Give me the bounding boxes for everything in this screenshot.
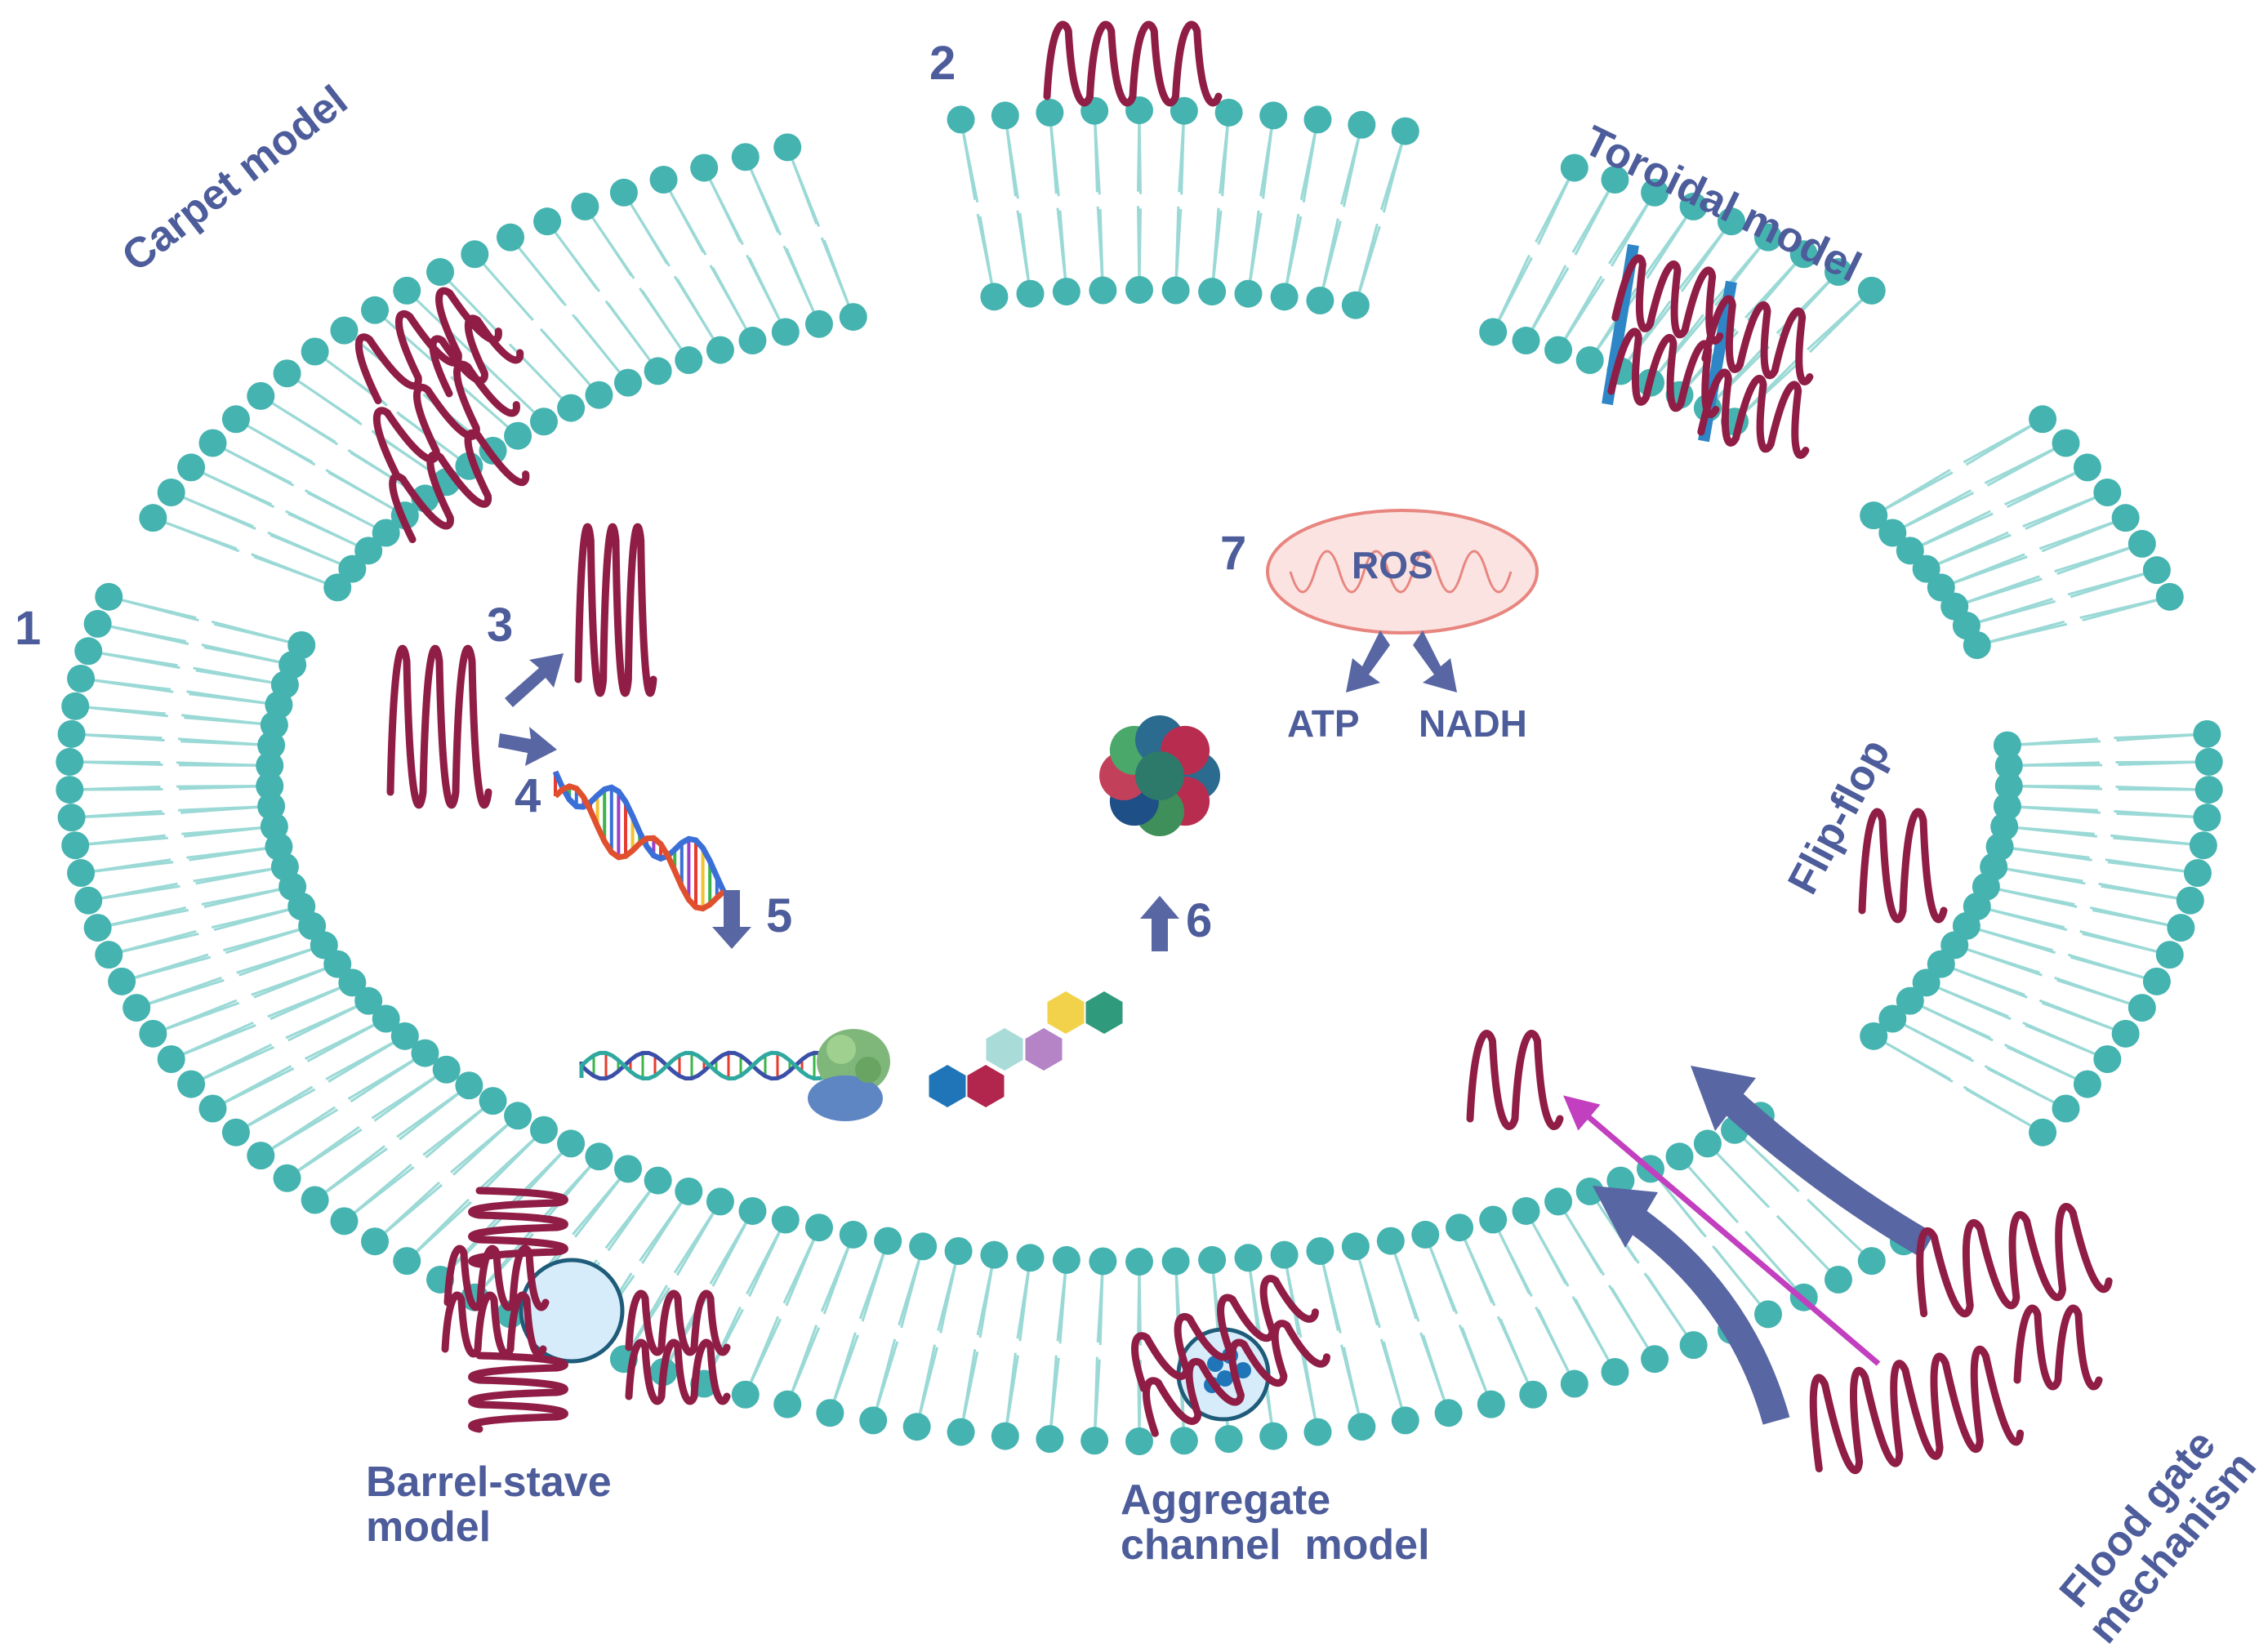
peptide-icon bbox=[372, 360, 520, 479]
label-7: 7 bbox=[1220, 527, 1247, 580]
pore-icon bbox=[519, 1258, 625, 1364]
peptide-icon bbox=[1043, 20, 1223, 107]
label-5: 5 bbox=[766, 889, 793, 942]
barrel-stave-label: Barrel-stave model bbox=[366, 1460, 612, 1549]
barrel-stave-label-line1: Barrel-stave bbox=[366, 1458, 612, 1506]
arrow-icon bbox=[1713, 1084, 1935, 1258]
peptide-icon bbox=[389, 429, 530, 544]
protein-icon bbox=[1099, 715, 1220, 836]
lipid-bilayer-icon bbox=[56, 96, 2223, 1455]
peptide-icon bbox=[468, 1187, 568, 1268]
dna-helix-icon bbox=[552, 770, 727, 912]
peptide-icon bbox=[625, 1338, 731, 1405]
mitochondrion-icon bbox=[1266, 509, 1539, 692]
label-4: 4 bbox=[515, 769, 541, 822]
label-6: 6 bbox=[1186, 894, 1213, 947]
aggregate-channel-label-line1: Aggregate bbox=[1121, 1476, 1331, 1524]
label-3: 3 bbox=[487, 599, 514, 652]
peptide-icon bbox=[1466, 1030, 1564, 1130]
arrow-icon bbox=[1563, 1095, 1881, 1366]
amino-acid-chain-icon bbox=[929, 991, 1123, 1107]
aggregate-channel-label-line2: channel model bbox=[1121, 1521, 1430, 1569]
arrow-icon bbox=[505, 653, 564, 707]
peptide-icon bbox=[625, 1289, 731, 1356]
peptide-icon bbox=[1858, 808, 1948, 924]
peptide-icon bbox=[468, 1351, 568, 1433]
peptide-icon bbox=[1611, 254, 1724, 345]
peptide-icon bbox=[441, 1291, 547, 1358]
arrow-icon bbox=[498, 727, 557, 766]
arrow-icon bbox=[1593, 1186, 1658, 1248]
arrow-icon bbox=[1617, 1200, 1790, 1425]
label-2: 2 bbox=[929, 37, 956, 90]
ribosome-icon bbox=[808, 1029, 890, 1121]
peptide-icon bbox=[1916, 1203, 2113, 1318]
peptide-icon bbox=[2013, 1304, 2103, 1391]
peptide-icon bbox=[443, 1245, 550, 1311]
nadh-label: NADH bbox=[1419, 702, 1527, 745]
atp-label: ATP bbox=[1287, 702, 1360, 745]
arrow-icon bbox=[1140, 896, 1179, 951]
peptide-icon bbox=[1701, 295, 1814, 385]
peptide-icon bbox=[1697, 368, 1810, 459]
arrow-icon bbox=[1691, 1066, 1756, 1131]
peptide-icon bbox=[574, 523, 657, 697]
peptide-icon bbox=[1809, 1345, 2025, 1475]
arrow-icon bbox=[712, 890, 751, 949]
peptide-icon bbox=[429, 314, 524, 398]
aggregate-channel-label: Aggregate channel model bbox=[1121, 1478, 1430, 1567]
dna-helix-icon bbox=[579, 1050, 828, 1081]
label-1: 1 bbox=[15, 602, 42, 655]
peptide-icon bbox=[386, 644, 492, 809]
peptide-icon bbox=[354, 287, 502, 405]
ros-label: ROS bbox=[1352, 544, 1433, 586]
peptide-icon bbox=[1143, 1320, 1330, 1437]
barrel-stave-label-line2: model bbox=[366, 1503, 492, 1551]
